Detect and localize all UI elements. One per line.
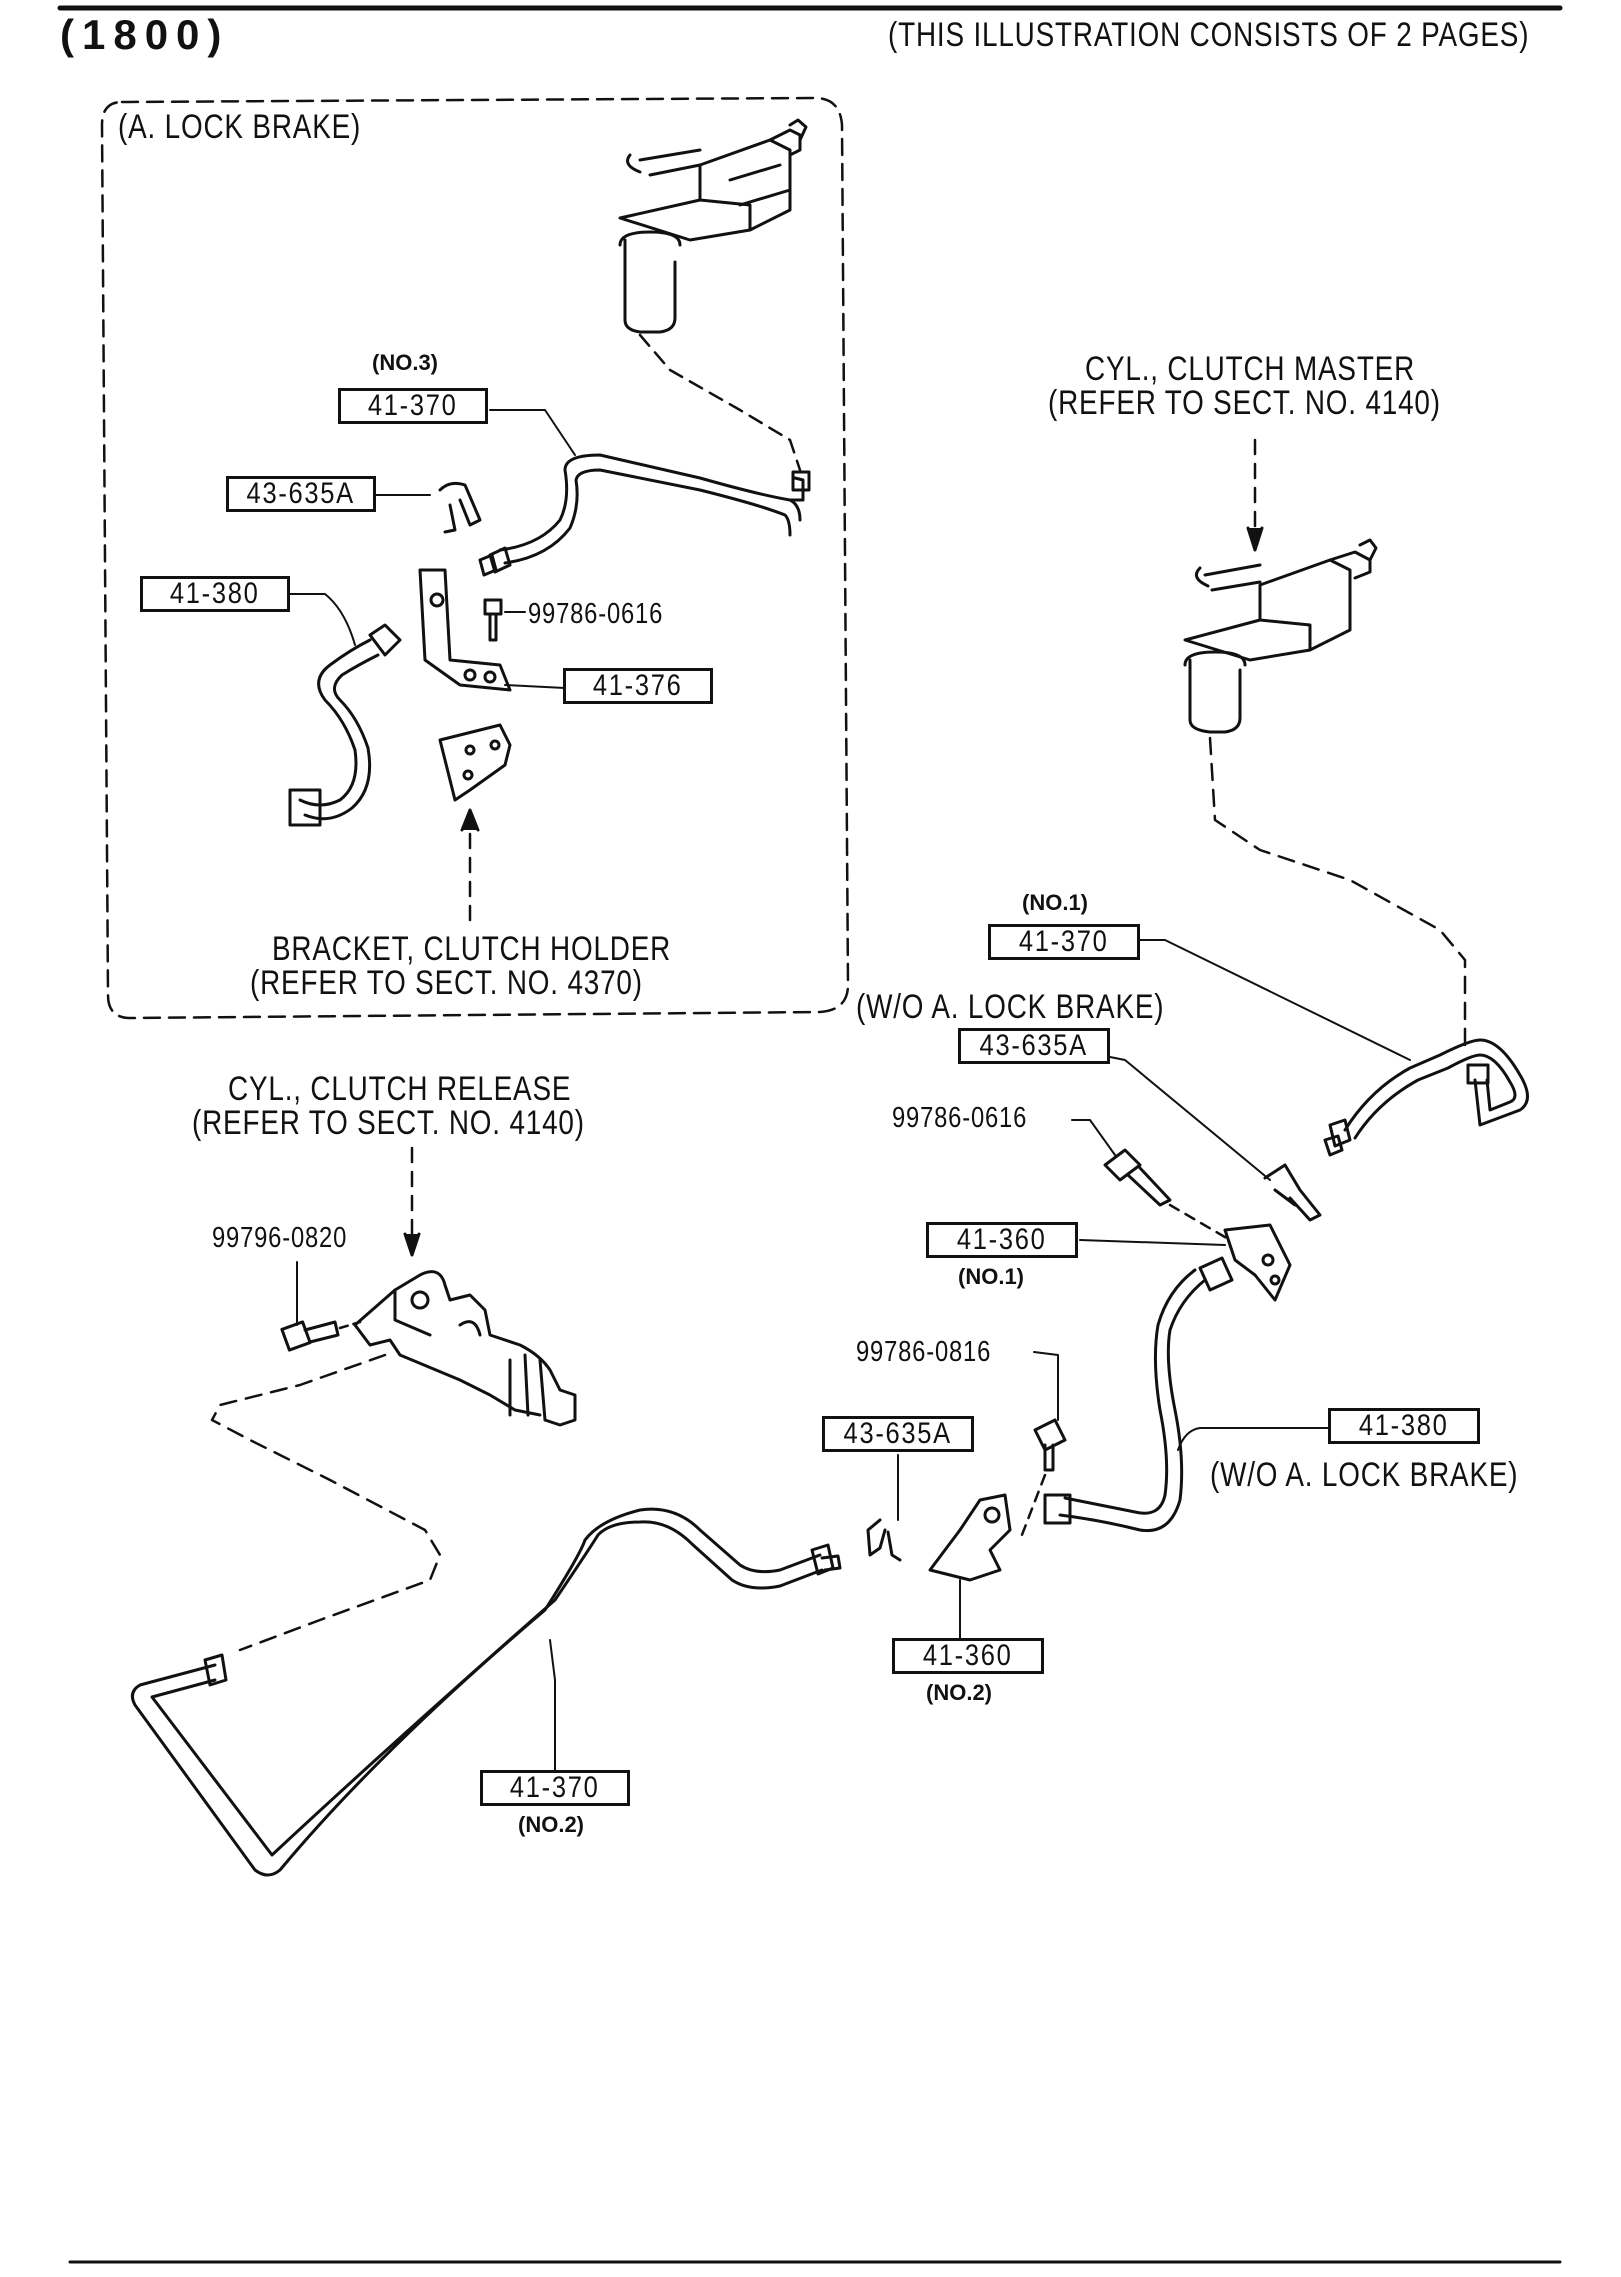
master-cylinder (1183, 538, 1378, 734)
leader-lines (286, 409, 1411, 1776)
leader-bracket-no1 (1079, 1239, 1226, 1246)
pipe-no2-sub: (NO.2) (518, 1812, 584, 1837)
release-arrowhead (403, 1232, 421, 1257)
bracket-no1 (1223, 1223, 1292, 1302)
bolt-lower-part: 99786-0816 (856, 1336, 992, 1368)
clip-lower-part[interactable]: 43-635A (822, 1416, 974, 1452)
inset-bracket-ref: (REFER TO SECT. NO. 4370) (250, 964, 643, 1002)
wo-lock-label: (W/O A. LOCK BRAKE) (856, 988, 1165, 1026)
bracket-no2 (928, 1493, 1012, 1582)
pipe-no1 (1323, 1038, 1529, 1157)
master-label: CYL., CLUTCH MASTER (1085, 350, 1416, 388)
bolt-upper-part: 99786-0616 (892, 1102, 1028, 1134)
bolt-lower (1018, 1418, 1067, 1542)
inset-pipe-no3-part[interactable]: 41-370 (338, 388, 488, 424)
hose-note: (W/O A. LOCK BRAKE) (1210, 1456, 1519, 1494)
inset-pipe-no3-sub: (NO.3) (372, 350, 438, 375)
inset-clutch-holder-bracket (438, 723, 512, 802)
bracket-no1-sub: (NO.1) (958, 1264, 1024, 1289)
inset-hose-part[interactable]: 41-380 (140, 576, 290, 612)
leader-bolt-lower (1033, 1351, 1059, 1421)
inset-title: (A. LOCK BRAKE) (118, 108, 362, 146)
bolt-upper (1103, 1148, 1232, 1242)
clip-upper-part[interactable]: 43-635A (958, 1028, 1110, 1064)
leader-pipe-no1 (1139, 939, 1411, 1061)
leader-inset-hose (286, 593, 356, 646)
hose-part[interactable]: 41-380 (1328, 1408, 1480, 1444)
pipe-no1-part[interactable]: 41-370 (988, 924, 1140, 960)
leader-inset-pipe-no3 (489, 409, 576, 456)
pipe-no2 (130, 1507, 842, 1877)
release-cylinder (353, 1270, 577, 1427)
inset-clip (438, 481, 482, 534)
inset-pipe-no3 (478, 453, 811, 577)
inset-bolt-part: 99786-0616 (528, 598, 664, 630)
bracket-no2-part[interactable]: 41-360 (892, 1638, 1044, 1674)
pipe-no1-sub: (NO.1) (1022, 890, 1088, 915)
hose-wo-lock (1043, 1256, 1234, 1533)
release-label: CYL., CLUTCH RELEASE (228, 1070, 572, 1108)
pipe-no2-part[interactable]: 41-370 (480, 1770, 630, 1806)
leader-clip-upper (1109, 1056, 1271, 1181)
inset-bolt (483, 598, 526, 642)
inset-frame (100, 96, 850, 1020)
inset-clip-part[interactable]: 43-635A (226, 476, 376, 512)
inset-master-to-pipe-dash (638, 333, 802, 472)
release-to-pipe-dash (210, 1353, 442, 1652)
release-ref: (REFER TO SECT. NO. 4140) (192, 1104, 585, 1142)
illustration-code: (1800) (60, 11, 230, 58)
leader-inset-bracket (504, 684, 566, 689)
master-ref: (REFER TO SECT. NO. 4140) (1048, 384, 1441, 422)
clip-upper (1263, 1163, 1322, 1222)
leader-pipe-no2 (549, 1639, 556, 1776)
inset-bracket-label: BRACKET, CLUTCH HOLDER (272, 930, 672, 968)
bracket-no1-part[interactable]: 41-360 (926, 1222, 1078, 1258)
inset-bracket-41-376 (418, 568, 512, 692)
inset-master-cylinder (618, 118, 808, 334)
master-top-arrowhead (1246, 526, 1264, 552)
inset-bracket-part[interactable]: 41-376 (563, 668, 713, 704)
leader-bolt-upper (1071, 1119, 1116, 1156)
release-bolt (280, 1320, 362, 1352)
bracket-no2-sub: (NO.2) (926, 1680, 992, 1705)
inset-holder-arrowhead (460, 808, 480, 832)
clip-lower (866, 1518, 902, 1562)
master-to-pipe-dash (1208, 736, 1467, 1052)
pages-note: (THIS ILLUSTRATION CONSISTS OF 2 PAGES) (888, 16, 1530, 54)
release-bolt-part: 99796-0820 (212, 1222, 348, 1254)
leader-hose (1177, 1427, 1331, 1451)
inset-hose (288, 623, 402, 827)
